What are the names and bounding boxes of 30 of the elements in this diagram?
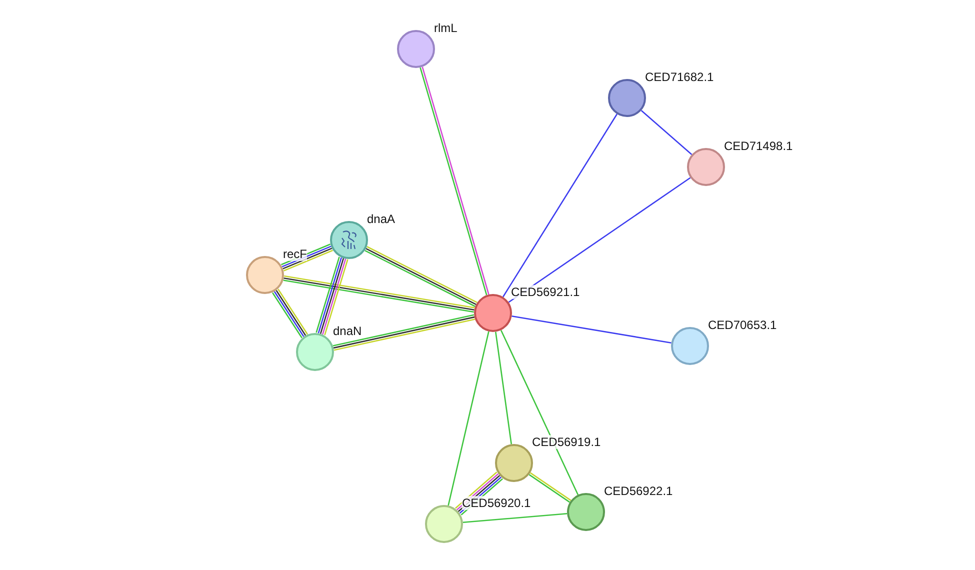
protein-node	[567, 493, 605, 531]
protein-label: dnaN	[333, 324, 362, 338]
interaction-line	[508, 177, 691, 303]
protein-node	[425, 505, 463, 543]
protein-node	[671, 327, 709, 365]
protein-node	[296, 333, 334, 371]
interaction-line	[502, 114, 618, 298]
protein-label: CED56921.1	[511, 285, 580, 299]
interaction-line	[640, 110, 692, 155]
protein-label: CED70653.1	[708, 318, 777, 332]
protein-node	[608, 79, 646, 117]
protein-node	[474, 294, 512, 332]
protein-node	[397, 30, 435, 68]
interaction-line	[448, 331, 490, 506]
protein-node	[687, 148, 725, 186]
interaction-line	[500, 330, 579, 496]
protein-label: CED71682.1	[645, 70, 714, 84]
protein-label: CED56920.1	[462, 496, 531, 510]
protein-node	[330, 221, 368, 259]
interaction-line	[495, 332, 512, 444]
protein-label: CED56922.1	[604, 484, 673, 498]
protein-label: recF	[283, 247, 307, 261]
protein-node	[495, 444, 533, 482]
protein-label: CED56919.1	[532, 435, 601, 449]
interaction-line	[462, 512, 568, 524]
interaction-line	[512, 316, 672, 344]
protein-node	[246, 256, 284, 294]
protein-label: CED71498.1	[724, 139, 793, 153]
protein-label: rlmL	[434, 21, 458, 35]
protein-label: dnaA	[367, 212, 396, 226]
